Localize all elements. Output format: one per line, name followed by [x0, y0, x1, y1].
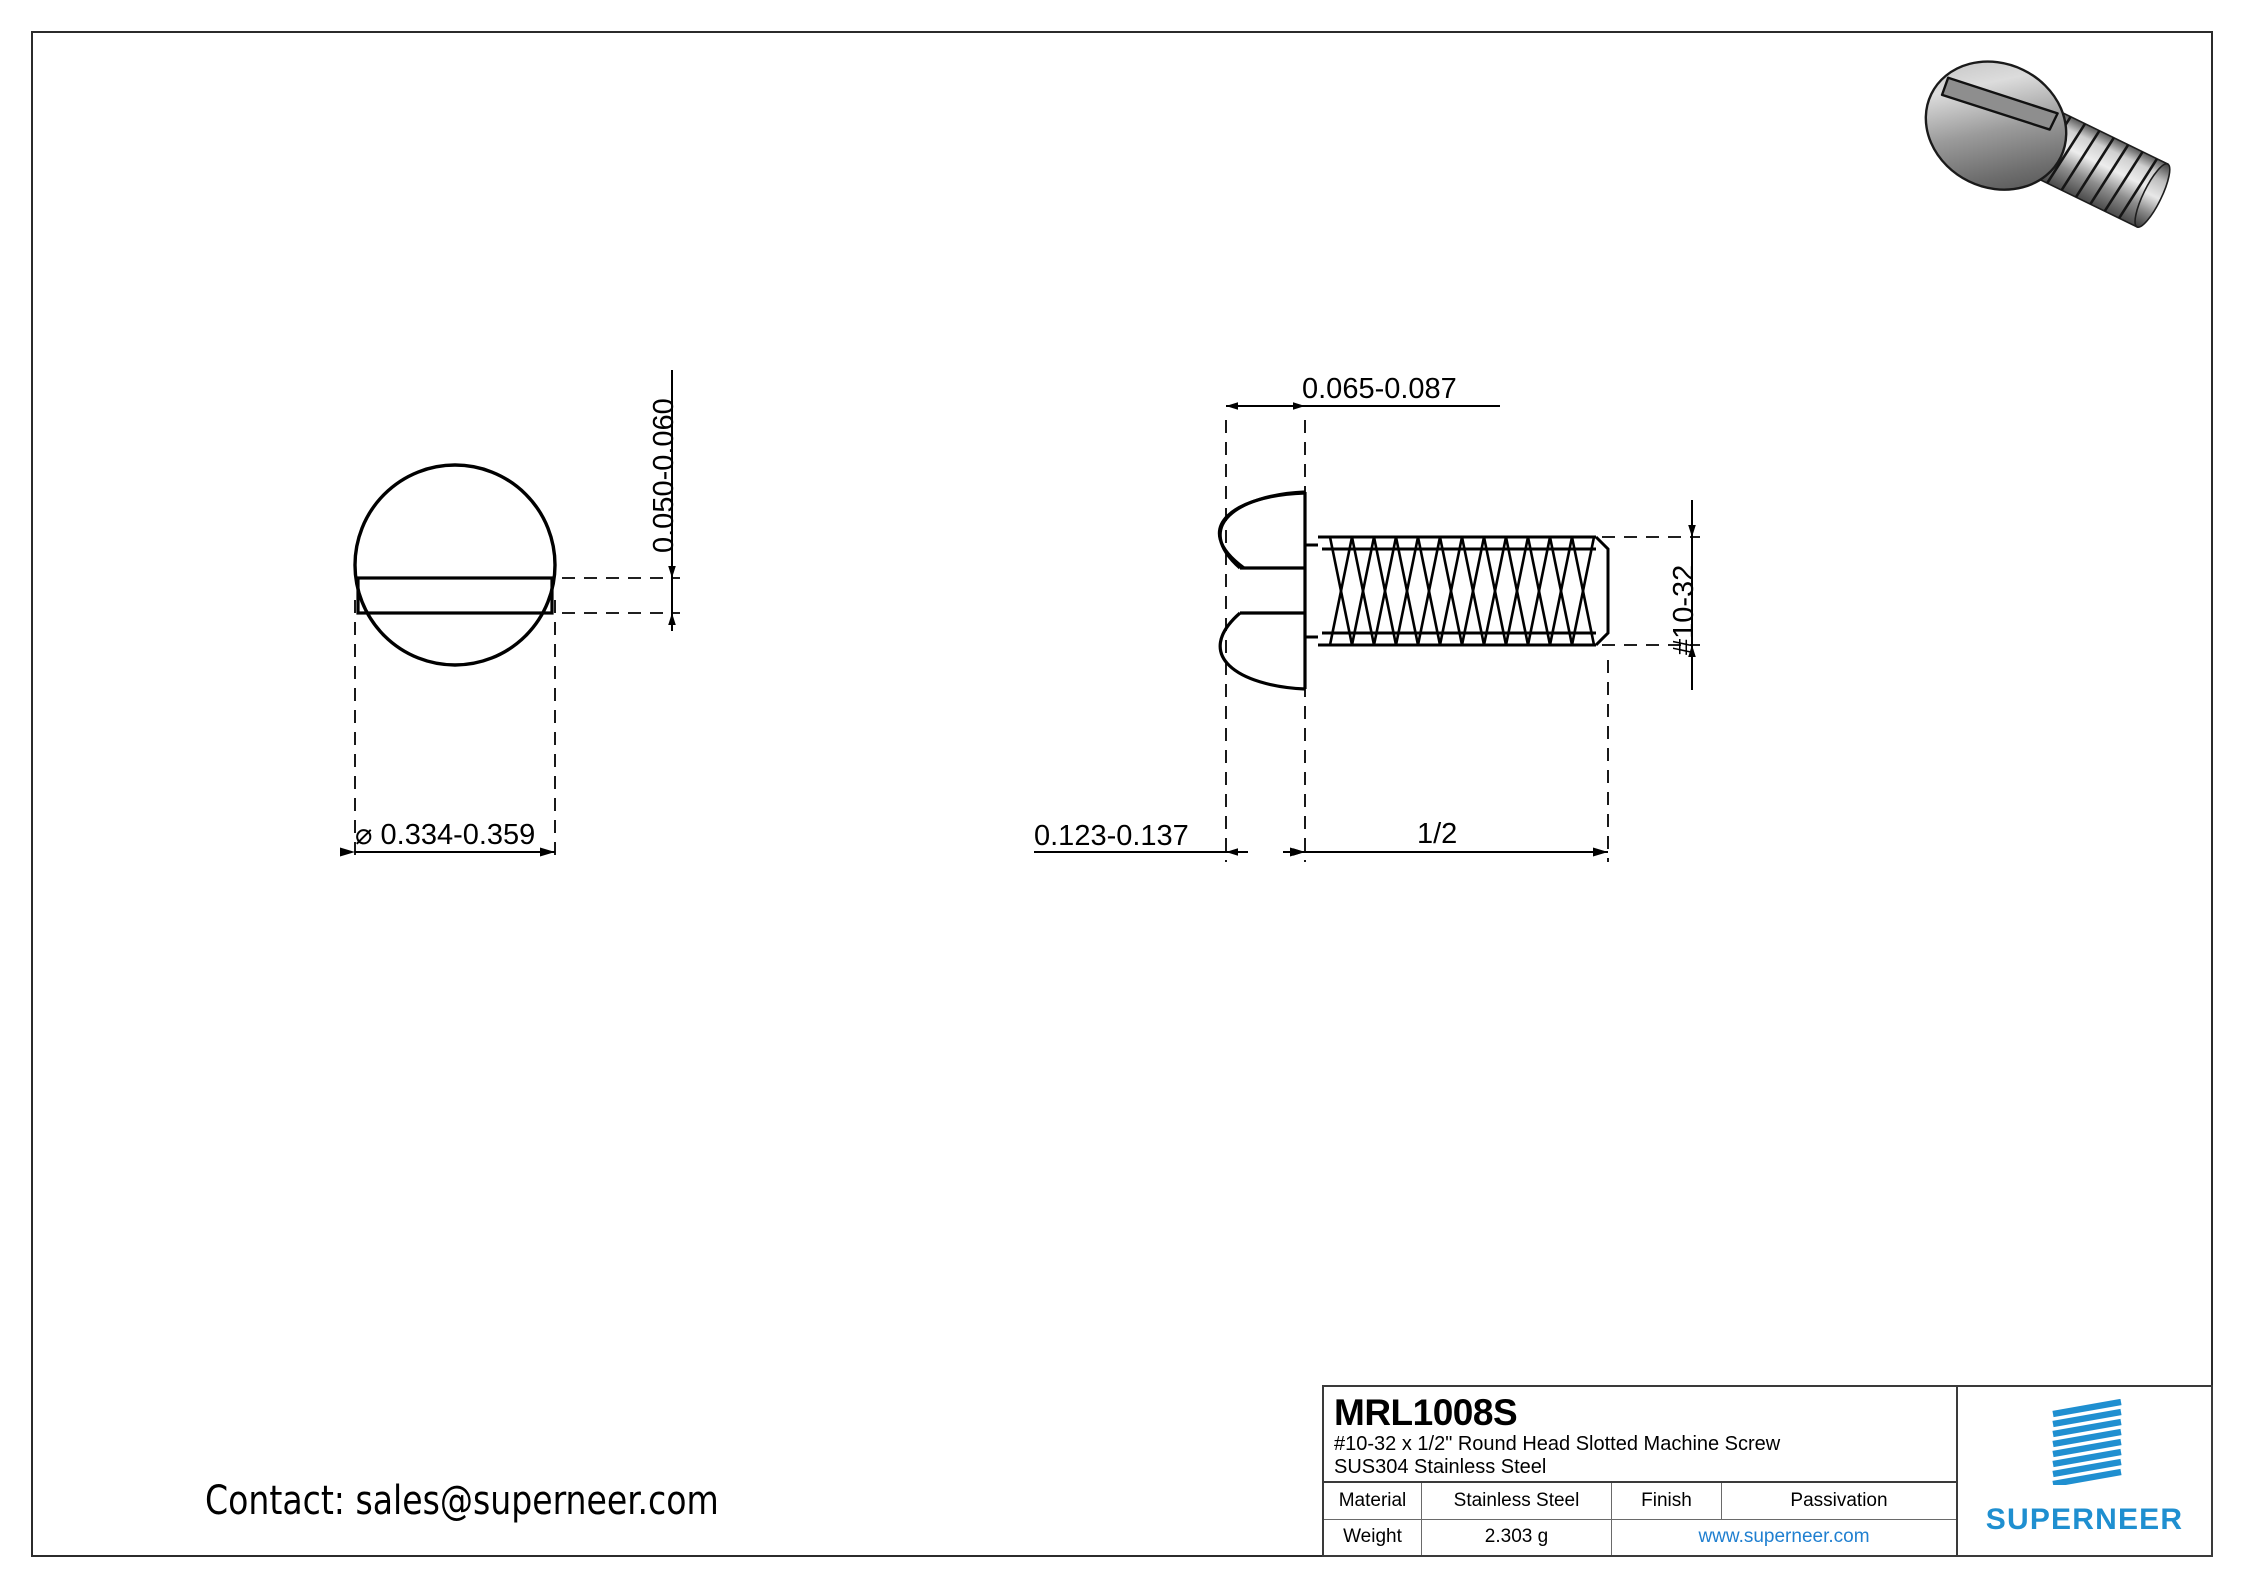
material-value: Stainless Steel [1422, 1483, 1612, 1519]
weight-value: 2.303 g [1422, 1519, 1612, 1555]
dim-head-height: 0.123-0.137 [1034, 820, 1189, 852]
part-number: MRL1008S [1334, 1392, 1518, 1433]
table-row: Material Stainless Steel Finish Passivat… [1324, 1483, 1956, 1520]
weight-label: Weight [1324, 1519, 1422, 1555]
finish-value: Passivation [1790, 1489, 1888, 1511]
dim-slot-depth: 0.065-0.087 [1302, 373, 1457, 405]
title-block-header: MRL1008S #10-32 x 1/2" Round Head Slotte… [1324, 1387, 1956, 1483]
finish-label: Finish [1612, 1483, 1722, 1519]
title-block-brand: SUPERNEER [1958, 1387, 2211, 1555]
part-description-line1: #10-32 x 1/2" Round Head Slotted Machine… [1334, 1433, 1781, 1455]
material-label: Material [1324, 1483, 1422, 1519]
spec-table: Material Stainless Steel Finish Passivat… [1324, 1483, 1956, 1555]
dim-thread-size: #10-32 [1668, 564, 1700, 655]
title-block: MRL1008S #10-32 x 1/2" Round Head Slotte… [1322, 1385, 2213, 1557]
dim-head-diameter: ⌀ 0.334-0.359 [355, 819, 536, 851]
dim-thread-length: 1/2 [1417, 818, 1458, 850]
part-description-line2: SUS304 Stainless Steel [1334, 1456, 1547, 1478]
brand-name: SUPERNEER [1985, 1503, 2184, 1536]
drawing-frame [31, 31, 2213, 1557]
website-link[interactable]: www.superneer.com [1698, 1526, 1870, 1548]
superneer-logo-icon [2051, 1399, 2122, 1485]
contact-text: Contact: sales@superneer.com [205, 1478, 719, 1524]
dim-slot-width: 0.050-0.060 [648, 398, 680, 553]
table-row: Weight 2.303 g www.superneer.com [1324, 1519, 1956, 1555]
title-block-left: MRL1008S #10-32 x 1/2" Round Head Slotte… [1324, 1387, 1958, 1555]
screw-3d-render [1924, 60, 2171, 229]
